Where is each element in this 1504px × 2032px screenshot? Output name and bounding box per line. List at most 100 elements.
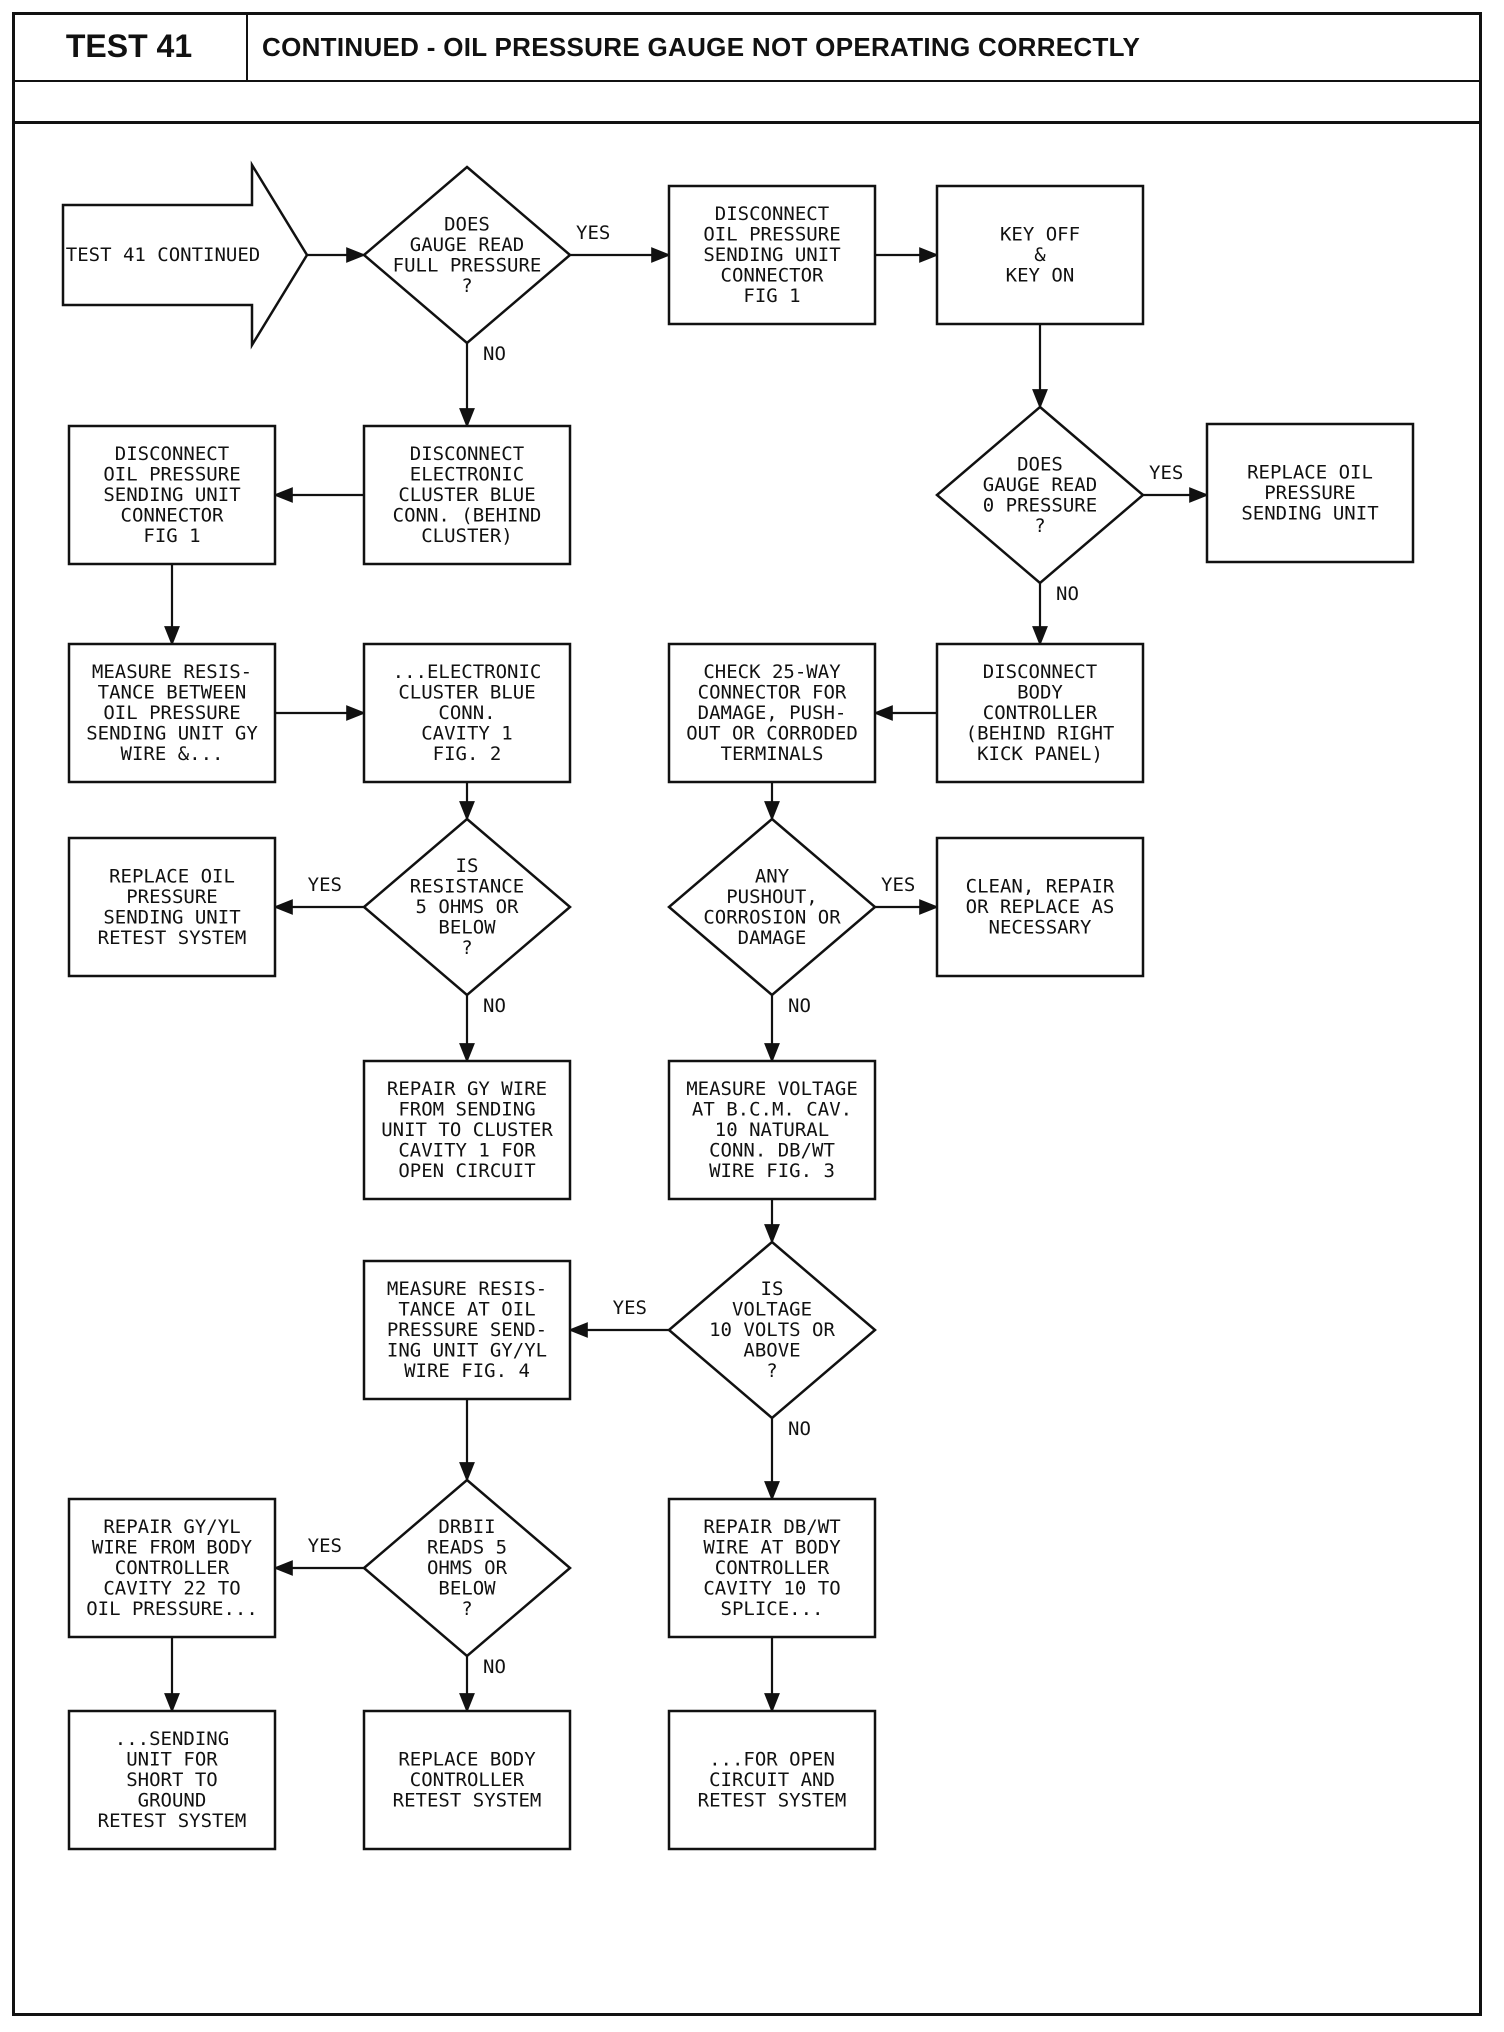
node-text-line: FIG 1 bbox=[143, 525, 200, 547]
node-text-line: WIRE FIG. 4 bbox=[404, 1360, 530, 1382]
node-text-line: PRESSURE bbox=[1264, 482, 1356, 504]
node-text-line: OHMS OR bbox=[427, 1557, 508, 1579]
node-text-line: ...SENDING bbox=[115, 1728, 229, 1750]
node-text-line: PRESSURE bbox=[126, 886, 218, 908]
node-text-line: CAVITY 1 bbox=[421, 723, 513, 745]
node-text-line: 5 OHMS OR bbox=[416, 896, 520, 918]
node-text-line: RETEST SYSTEM bbox=[98, 1810, 247, 1832]
node-text-line: WIRE FROM BODY bbox=[92, 1537, 253, 1559]
node-text-line: DOES bbox=[444, 213, 490, 235]
node-text-line: REPLACE OIL bbox=[109, 865, 235, 887]
process-box bbox=[67, 836, 277, 978]
node-text-line: IS bbox=[456, 855, 479, 877]
node-text-line: ANY bbox=[755, 865, 790, 887]
node-text-line: OPEN CIRCUIT bbox=[398, 1160, 535, 1182]
node-text-line: MEASURE RESIS- bbox=[92, 661, 252, 683]
process-box bbox=[362, 1059, 572, 1201]
node-text-line: DISCONNECT bbox=[983, 661, 1097, 683]
node-text-line: OUT OR CORRODED bbox=[686, 723, 858, 745]
node-text-line: ...ELECTRONIC bbox=[393, 661, 542, 683]
node-text-line: KICK PANEL) bbox=[977, 743, 1103, 765]
node-text-line: ELECTRONIC bbox=[410, 464, 524, 486]
node-text-line: MEASURE VOLTAGE bbox=[686, 1078, 858, 1100]
node-text-line: CONN. DB/WT bbox=[709, 1140, 835, 1162]
node-text-line: CAVITY 22 TO bbox=[103, 1578, 240, 1600]
edge-label-no: NO bbox=[788, 1418, 811, 1440]
node-text-line: CONTROLLER bbox=[410, 1769, 525, 1791]
node-text-line: TERMINALS bbox=[721, 743, 824, 765]
node-text-line: RETEST SYSTEM bbox=[98, 927, 247, 949]
process-box bbox=[67, 1709, 277, 1851]
node-text-line: ING UNIT GY/YL bbox=[387, 1340, 547, 1362]
node-text-line: GAUGE READ bbox=[983, 474, 1097, 496]
edge-label-no: NO bbox=[483, 343, 506, 365]
node-text-line: SENDING UNIT bbox=[703, 244, 840, 266]
edge-label-no: NO bbox=[483, 995, 506, 1017]
process-box bbox=[67, 1497, 277, 1639]
process-box bbox=[362, 424, 572, 566]
edge-label-yes: YES bbox=[308, 1535, 342, 1557]
node-text-line: CLUSTER) bbox=[421, 525, 513, 547]
process-box bbox=[67, 424, 277, 566]
node-text-line: CONNECTOR bbox=[721, 265, 825, 287]
process-box bbox=[362, 1259, 572, 1401]
node-text-line: AT B.C.M. CAV. bbox=[692, 1099, 852, 1121]
node-text-line: CIRCUIT AND bbox=[709, 1769, 835, 1791]
node-text-line: ABOVE bbox=[743, 1340, 800, 1362]
process-box bbox=[935, 836, 1145, 978]
edge-label-yes: YES bbox=[308, 874, 342, 896]
node-text-line: WIRE &... bbox=[121, 743, 224, 765]
node-text-line: SENDING UNIT bbox=[1241, 503, 1378, 525]
node-text-line: SENDING UNIT bbox=[103, 484, 240, 506]
node-text-line: 0 PRESSURE bbox=[983, 494, 1097, 516]
node-text-line: DISCONNECT bbox=[115, 443, 229, 465]
node-text-line: ? bbox=[461, 1598, 472, 1620]
node-text-line: CONNECTOR FOR bbox=[698, 682, 847, 704]
process-box bbox=[67, 642, 277, 784]
node-text-line: SHORT TO bbox=[126, 1769, 218, 1791]
node-text-line: CONTROLLER bbox=[115, 1557, 230, 1579]
process-box bbox=[667, 184, 877, 326]
decision-diamond bbox=[362, 165, 572, 345]
node-text-line: REPAIR GY WIRE bbox=[387, 1078, 547, 1100]
node-text-line: TANCE BETWEEN bbox=[98, 682, 247, 704]
process-box bbox=[935, 642, 1145, 784]
process-box bbox=[362, 1709, 572, 1851]
node-text-line: SENDING UNIT GY bbox=[86, 723, 258, 745]
process-box bbox=[667, 1709, 877, 1851]
node-text-line: CONN. (BEHIND bbox=[393, 505, 542, 527]
decision-diamond bbox=[935, 405, 1145, 585]
process-box bbox=[1205, 422, 1415, 564]
decision-diamond bbox=[362, 1478, 572, 1658]
edge-label-yes: YES bbox=[1149, 462, 1183, 484]
node-text-line: ...FOR OPEN bbox=[709, 1749, 835, 1771]
node-text-line: GROUND bbox=[138, 1790, 207, 1812]
process-box bbox=[667, 642, 877, 784]
node-text-line: FIG. 2 bbox=[433, 743, 502, 765]
node-text-line: CAVITY 10 TO bbox=[703, 1578, 840, 1600]
node-text-line: BELOW bbox=[438, 917, 496, 939]
node-text-line: RETEST SYSTEM bbox=[393, 1790, 542, 1812]
node-text-line: BELOW bbox=[438, 1578, 496, 1600]
node-text-line: RETEST SYSTEM bbox=[698, 1790, 847, 1812]
node-text-line: ? bbox=[461, 937, 472, 959]
decision-diamond bbox=[667, 817, 877, 997]
page-title: CONTINUED - OIL PRESSURE GAUGE NOT OPERA… bbox=[262, 32, 1141, 62]
node-text-line: CONNECTOR bbox=[121, 505, 225, 527]
node-text-line: KEY ON bbox=[1006, 265, 1075, 287]
process-box bbox=[667, 1497, 877, 1639]
node-b-key: KEY OFF&KEY ON bbox=[935, 184, 1145, 326]
